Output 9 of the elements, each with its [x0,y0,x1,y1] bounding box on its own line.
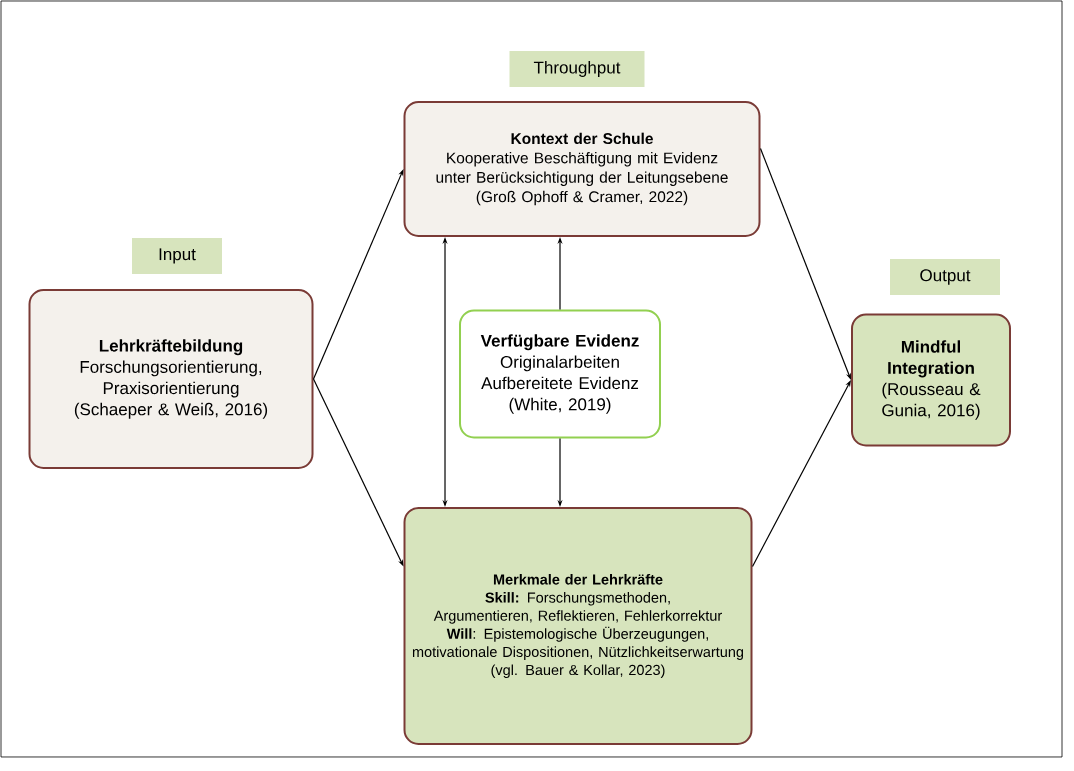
process-box: Lehrkräftebildung Forschungsorientierung, Praxisorientierung (Schaeper & Weiß, 2016) [28,289,314,469]
process-box: Mindful Integration (Rousseau & Gunia, 2016) [851,313,1011,447]
heading-box: Throughput [509,51,645,87]
heading-box: Input [132,238,222,274]
process-box: Merkmale der Lehrkräfte Skill: Forschungsmethoden, Argumentieren, Reflektieren, Fehlerkorrektur Will: Epistemologische Überzeugungen, motivationale Dispositionen, Nützlichkeitserwartung (vgl. Bauer & Kollar, 2023) [403,507,753,745]
arrow [751,380,851,568]
process-box: Kontext der Schule Kooperative Beschäftigung mit Evidenz unter Berücksichtigung der Leitungsebene (Groß Ophoff & Cramer, 2022) [403,101,761,237]
process-box: Verfügbare Evidenz Originalarbeiten Aufbereitete Evidenz (White, 2019) [459,309,661,439]
heading-box: Output [890,259,1000,295]
